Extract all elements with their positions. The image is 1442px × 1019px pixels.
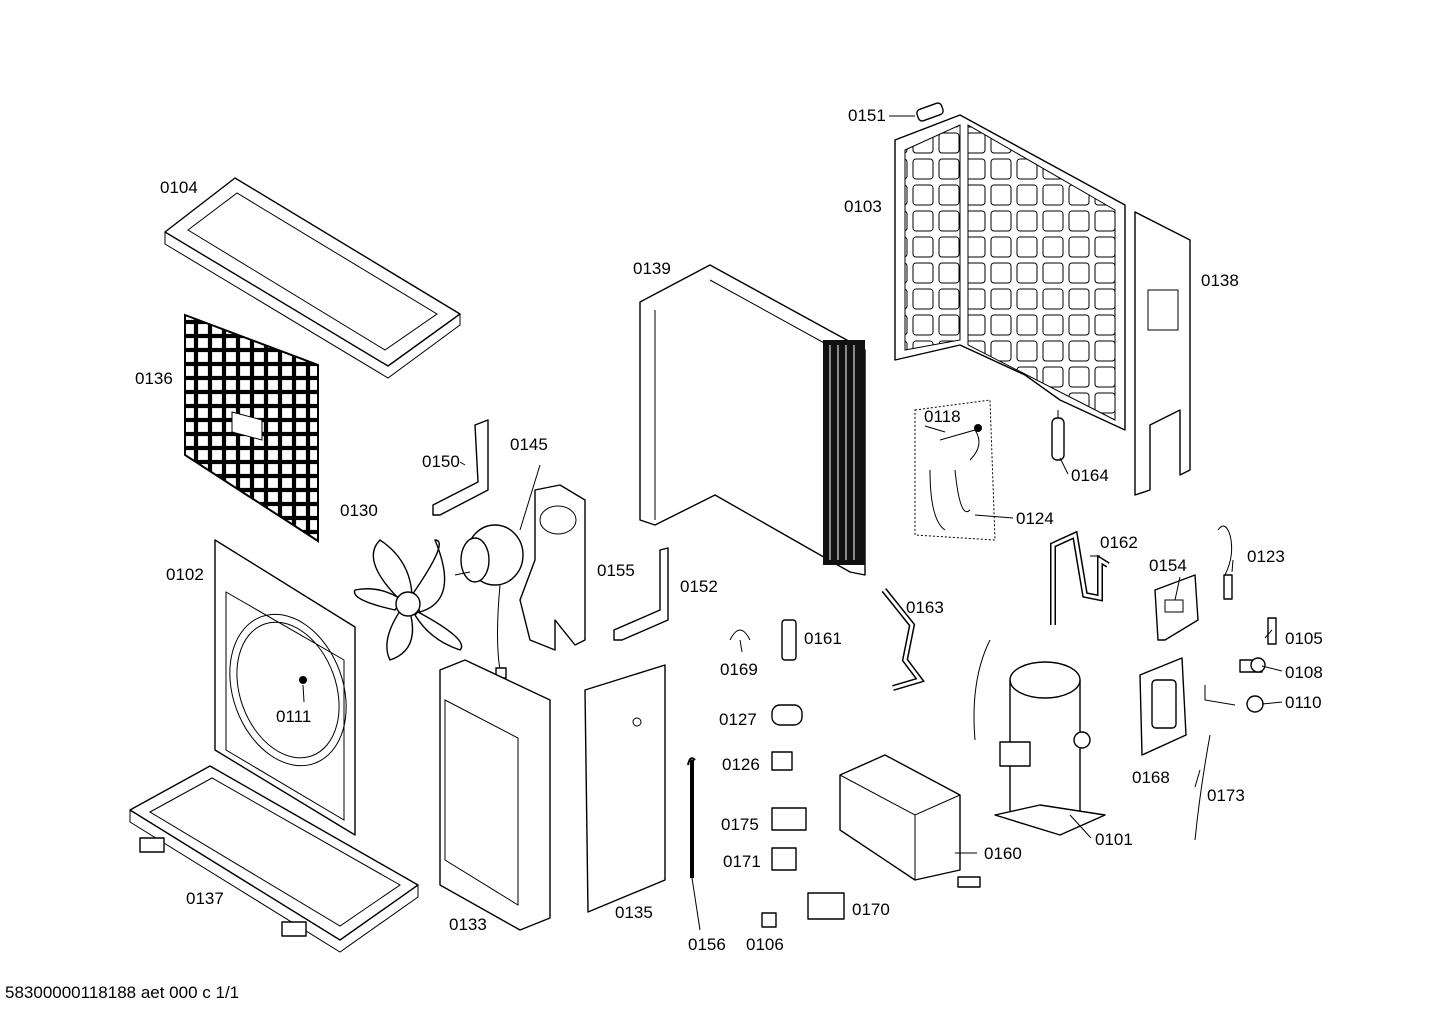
part-label-0161: 0161 [804, 629, 842, 648]
condenser-coil-part [639, 264, 866, 576]
part-label-0133: 0133 [449, 915, 487, 934]
valve-0110-part [1204, 685, 1264, 713]
part-label-0137: 0137 [186, 889, 224, 908]
front-panel-part [214, 539, 356, 836]
bracket-0154-part [1154, 574, 1199, 641]
clip-0151-part [916, 102, 944, 122]
wiring-harness-part [914, 399, 996, 541]
capacitor-0127-part [771, 704, 803, 726]
part-label-0152: 0152 [680, 577, 718, 596]
compressor-part [994, 661, 1106, 836]
clip-0106-part [761, 912, 777, 928]
terminal-0171-part [771, 847, 797, 871]
top-cover-part [164, 177, 461, 379]
part-label-0171: 0171 [723, 852, 761, 871]
part-label-0151: 0151 [848, 106, 886, 125]
part-label-0106: 0106 [746, 935, 784, 954]
part-label-0136: 0136 [135, 369, 173, 388]
part-label-0101: 0101 [1095, 830, 1133, 849]
capacitor-0161-part [781, 619, 797, 661]
part-label-0104: 0104 [160, 178, 198, 197]
part-label-0169: 0169 [720, 660, 758, 679]
part-label-0103: 0103 [844, 197, 882, 216]
document-footer: 58300000118188 aet 000 c 1/1 [5, 983, 240, 1002]
cable-0173-part [1194, 734, 1211, 841]
part-label-0135: 0135 [615, 903, 653, 922]
fan-blade-part [353, 539, 463, 661]
clip-0169-part [729, 629, 751, 641]
electrical-box-part [839, 754, 961, 881]
partition-panel-part [584, 664, 666, 913]
contactor-0170-part [807, 892, 845, 920]
base-pan-part [129, 765, 419, 953]
part-label-0138: 0138 [1201, 271, 1239, 290]
part-label-0155: 0155 [597, 561, 635, 580]
valve-0108-part [1239, 657, 1266, 673]
back-grille-part [894, 114, 1126, 431]
terminal-block-part [957, 876, 981, 888]
valve-0105-part [1267, 617, 1277, 645]
part-label-0175: 0175 [721, 815, 759, 834]
leader-lines [302, 115, 1283, 931]
terminal-0175-part [771, 807, 807, 831]
part-label-0168: 0168 [1132, 768, 1170, 787]
part-label-0162: 0162 [1100, 533, 1138, 552]
part-label-0170: 0170 [852, 900, 890, 919]
part-label-0118: 0118 [924, 407, 961, 426]
wire-near-compressor-part [973, 639, 991, 741]
part-label-0130: 0130 [340, 501, 378, 520]
side-panel-part [439, 659, 551, 931]
part-label-0124: 0124 [1016, 509, 1054, 528]
sensor-0123-part [1217, 525, 1233, 600]
part-label-0139: 0139 [633, 259, 671, 278]
part-label-0150: 0150 [422, 452, 460, 471]
plate-0168-part [1139, 657, 1187, 756]
part-label-0126: 0126 [722, 755, 760, 774]
motor-mount-part [519, 484, 586, 651]
pipe-0162-part [1050, 530, 1110, 625]
part-label-0160: 0160 [984, 844, 1022, 863]
part-label-0127: 0127 [719, 710, 757, 729]
part-label-0108: 0108 [1285, 663, 1323, 682]
pipe-0163-part [881, 588, 925, 691]
part-label-0163: 0163 [906, 598, 944, 617]
front-grille-part [184, 313, 319, 543]
fan-motor-part [454, 524, 524, 679]
right-side-panel-part [1134, 211, 1191, 496]
part-label-0110: 0110 [1285, 693, 1322, 712]
part-label-0105: 0105 [1285, 629, 1323, 648]
part-label-0102: 0102 [166, 565, 204, 584]
part-label-0164: 0164 [1071, 466, 1109, 485]
bracket-0152-part [613, 547, 669, 641]
receiver-0164-part [1051, 410, 1065, 461]
relay-0126-part [771, 751, 793, 771]
rod-part [687, 757, 696, 878]
part-label-0156: 0156 [688, 935, 726, 954]
part-label-0123: 0123 [1247, 547, 1285, 566]
bracket-0150-part [432, 419, 489, 516]
part-label-0173: 0173 [1207, 786, 1245, 805]
part-label-0111: 0111 [276, 707, 312, 726]
part-label-0145: 0145 [510, 435, 548, 454]
part-label-0154: 0154 [1149, 556, 1187, 575]
